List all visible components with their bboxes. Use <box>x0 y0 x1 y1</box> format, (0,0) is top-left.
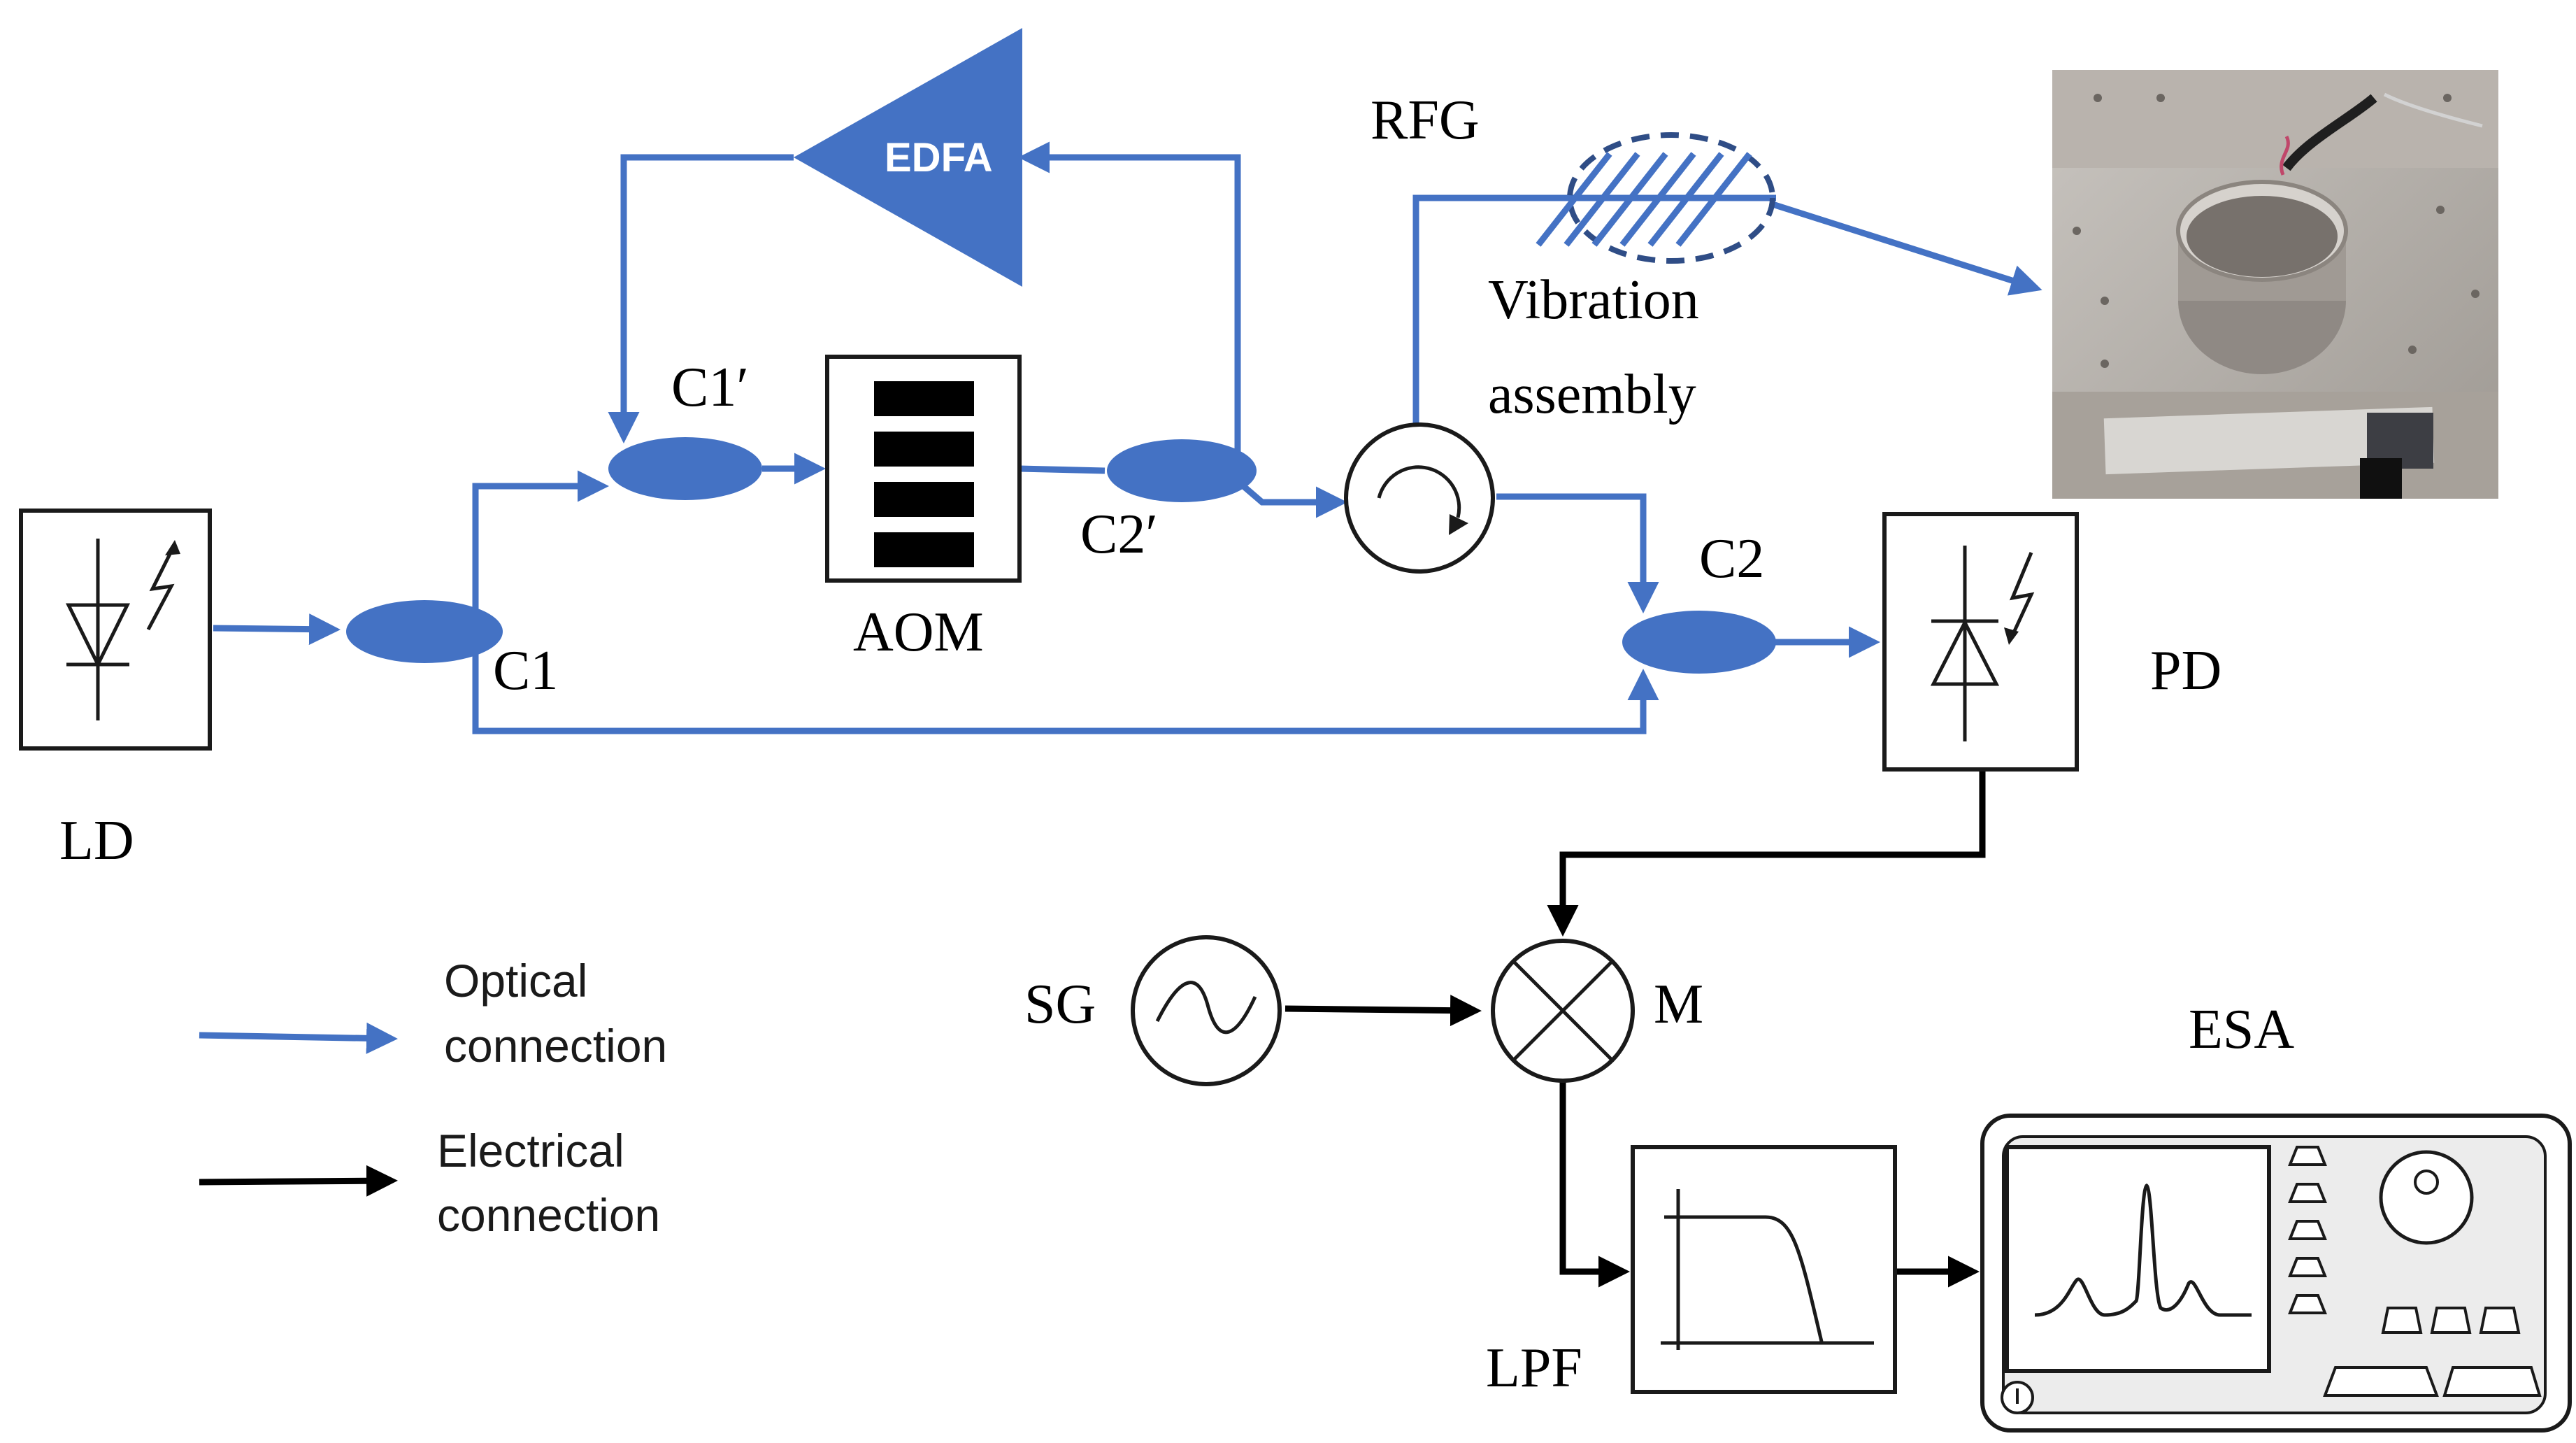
optical-link-circulator-c2 <box>1496 493 1659 613</box>
label-c1p: C1′ <box>671 357 749 418</box>
rfg-dashed-enclosure <box>1567 132 1775 264</box>
label-vibration: Vibration <box>1488 269 1699 331</box>
electrical-connections <box>1285 769 1986 1288</box>
labels: LD C1 C1′ C2′ AOM C2 RFG Vibration assem… <box>59 90 2294 1399</box>
optical-link-ld-c1 <box>213 613 341 646</box>
sine-wave-icon <box>1155 981 1257 1035</box>
optical-link-c1-c2 <box>472 637 1659 734</box>
label-c2: C2 <box>1699 528 1764 590</box>
circulator-arrow-icon <box>1377 465 1461 518</box>
legend: Optical connection Electrical connection <box>199 955 667 1241</box>
photodiode-icon <box>1930 546 2035 741</box>
legend-optical-line2: connection <box>444 1020 667 1072</box>
legend-electrical-line2: connection <box>437 1189 660 1241</box>
esa-screen <box>2005 1145 2271 1373</box>
label-aom: AOM <box>853 602 984 663</box>
label-lpf: LPF <box>1486 1337 1582 1399</box>
label-c2p: C2′ <box>1080 504 1158 565</box>
label-m: M <box>1654 974 1703 1035</box>
sg-body <box>1131 935 1282 1086</box>
spectrum-analyzer <box>1980 1114 2572 1433</box>
photodetector <box>1882 512 2079 772</box>
electrical-link-pd-mixer <box>1547 769 1986 937</box>
coupler-c2p <box>1107 439 1257 502</box>
rfg-grating <box>1536 132 1775 264</box>
aom <box>825 355 1022 583</box>
electrical-link-sg-mixer <box>1285 995 1482 1027</box>
label-esa: ESA <box>2189 999 2294 1060</box>
pd-box <box>1882 512 2079 772</box>
optical-link-aom-c2p <box>1019 465 1105 474</box>
esa-side-buttons[interactable] <box>2288 1146 2327 1314</box>
optical-link-c1-c1p <box>472 470 609 623</box>
legend-optical-arrow <box>199 1022 398 1054</box>
edfa-amplifier <box>794 28 1022 287</box>
edfa-triangle <box>794 28 1022 287</box>
filter-response-icon <box>1661 1189 1874 1350</box>
circulator <box>1344 422 1495 574</box>
optical-link-c2p-circulator <box>1236 478 1347 518</box>
optical-link-c2p-edfa <box>1018 141 1241 462</box>
lpf-box <box>1631 1145 1897 1394</box>
laser-diode-icon <box>65 539 180 720</box>
label-sg: SG <box>1024 974 1096 1035</box>
esa-bottom-buttons[interactable] <box>2323 1307 2542 1397</box>
vibration-assembly-photo <box>2052 70 2498 499</box>
label-ld: LD <box>59 810 134 872</box>
circulator-body <box>1344 422 1495 574</box>
label-c1: C1 <box>493 640 558 702</box>
label-pd: PD <box>2150 640 2221 702</box>
mixer <box>1491 939 1635 1083</box>
label-edfa: EDFA <box>885 135 993 180</box>
legend-electrical-arrow <box>199 1165 398 1197</box>
grating-lines-icon <box>1536 152 1752 247</box>
esa-knob[interactable] <box>2379 1150 2474 1245</box>
optical-link-edfa-c1p <box>608 154 794 443</box>
laser-diode <box>19 509 212 751</box>
pointer-rfg-photo <box>1771 201 2042 296</box>
spectrum-trace-icon <box>2034 1183 2252 1317</box>
low-pass-filter <box>1631 1145 1897 1394</box>
signal-generator <box>1131 935 1282 1086</box>
label-rfg: RFG <box>1371 90 1480 151</box>
electrical-link-mixer-lpf <box>1559 1081 1630 1288</box>
legend-optical-line1: Optical <box>444 955 587 1007</box>
coupler-c1 <box>346 600 503 663</box>
label-assembly: assembly <box>1488 364 1696 425</box>
coupler-c2 <box>1622 611 1776 674</box>
legend-electrical-line1: Electrical <box>437 1125 624 1177</box>
coupler-c1p <box>608 437 762 500</box>
